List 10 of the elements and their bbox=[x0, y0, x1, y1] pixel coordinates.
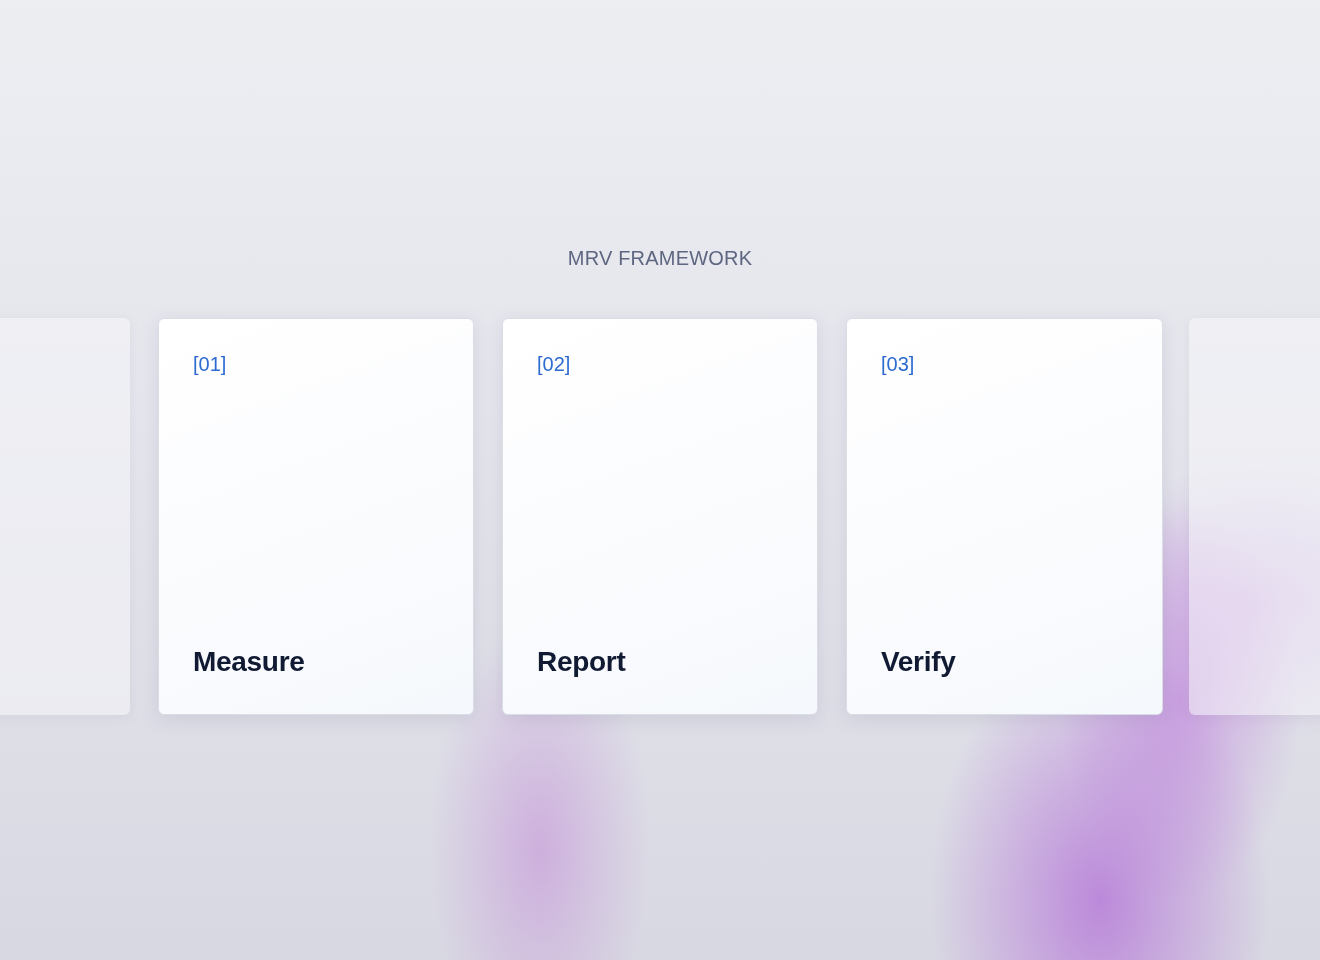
step-title: Report bbox=[537, 646, 626, 678]
step-number: [01] bbox=[193, 352, 227, 376]
step-number: [03] bbox=[881, 352, 915, 376]
diagram-title: MRV FRAMEWORK bbox=[567, 246, 753, 270]
step-card bbox=[158, 318, 474, 715]
step-card bbox=[502, 318, 818, 715]
step-number: [02] bbox=[537, 352, 571, 376]
step-title: Measure bbox=[193, 646, 305, 678]
step-card bbox=[846, 318, 1163, 715]
step-title: Verify bbox=[881, 646, 956, 678]
